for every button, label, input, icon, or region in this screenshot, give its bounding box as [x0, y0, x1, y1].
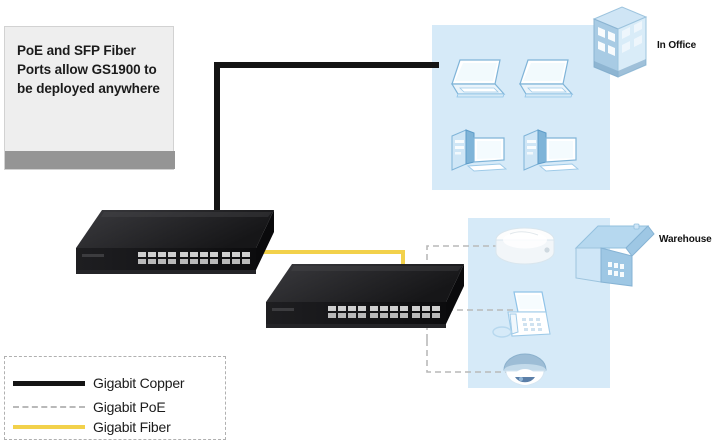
caption-footer-bar [5, 151, 175, 169]
switch-port-bank [138, 252, 250, 264]
laptop-icon [448, 58, 506, 100]
ip-phone-icon [492, 290, 558, 344]
warehouse-building-icon [572, 222, 658, 290]
desktop-pc-icon [520, 126, 580, 174]
desktop-pc-icon [448, 126, 508, 174]
switch-port-bank [328, 306, 440, 318]
laptop-icon [516, 58, 574, 100]
office-building-icon [588, 5, 650, 83]
caption-callout: PoE and SFP Fiber Ports allow GS1900 to … [4, 26, 175, 170]
gs1900-switch-top [68, 208, 290, 300]
legend-label-poe: Gigabit PoE [93, 399, 166, 415]
legend-item-poe: Gigabit PoE [13, 397, 166, 417]
legend-swatch-copper [13, 380, 85, 386]
zone-label-in-office: In Office [657, 40, 697, 51]
zone-label-warehouse: Warehouse [659, 234, 712, 245]
gs1900-switch-bottom [258, 262, 480, 354]
legend-swatch-poe [13, 406, 85, 408]
legend-item-copper: Gigabit Copper [13, 373, 185, 393]
legend: Gigabit Copper Gigabit PoE Gigabit Fiber [4, 356, 226, 440]
wireless-access-point-icon [492, 222, 558, 272]
dome-camera-icon [496, 352, 554, 396]
caption-text: PoE and SFP Fiber Ports allow GS1900 to … [17, 43, 160, 97]
legend-label-fiber: Gigabit Fiber [93, 419, 171, 435]
legend-label-copper: Gigabit Copper [93, 375, 185, 391]
copper-link-office [214, 62, 439, 231]
legend-swatch-fiber [13, 425, 85, 429]
legend-item-fiber: Gigabit Fiber [13, 417, 171, 437]
